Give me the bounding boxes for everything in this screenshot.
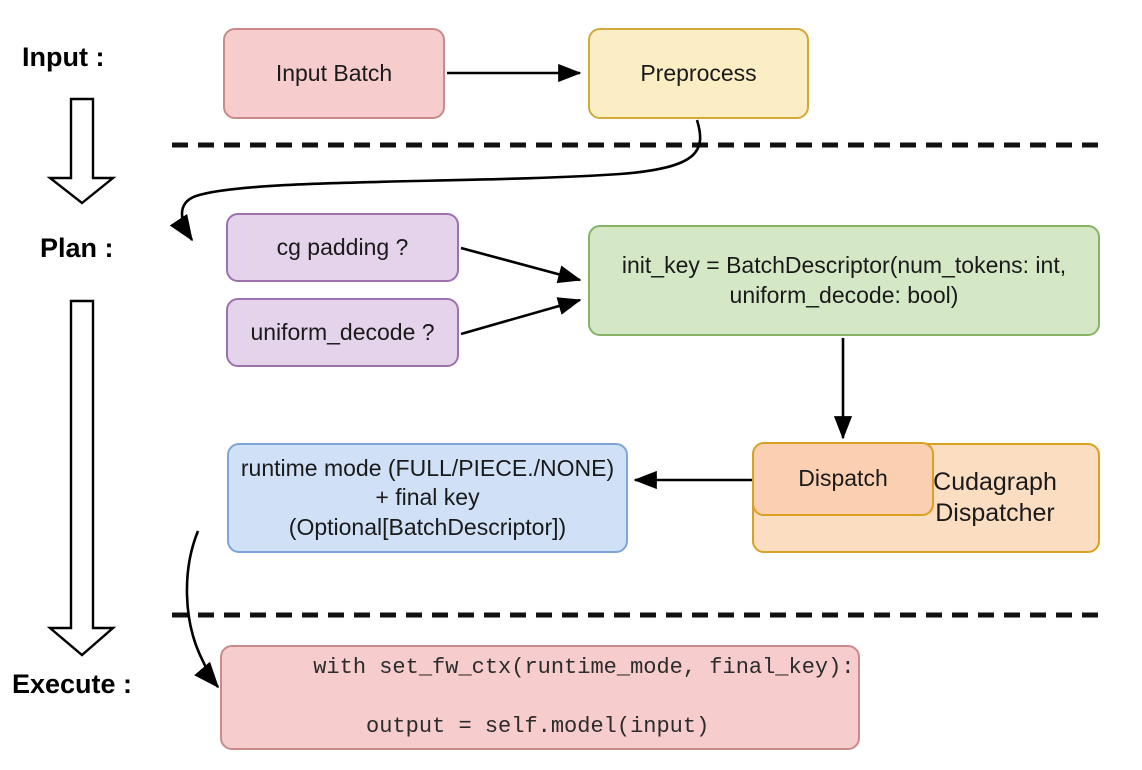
edge-uniform-decode-to-init-key [460,297,582,336]
node-init-key-line1: init_key = BatchDescriptor(num_tokens: i… [621,252,1067,279]
edge-cg-padding-to-init-key [460,246,582,284]
node-execute-code[interactable]: with set_fw_ctx(runtime_mode, final_key)… [220,645,860,750]
node-input-batch[interactable]: Input Batch [223,28,445,119]
node-dispatch[interactable]: Dispatch [752,442,934,516]
node-execute-code-line2: output = self.model(input) [313,714,710,740]
node-runtime-mode[interactable]: runtime mode (FULL/PIECE./NONE) + final … [227,443,628,553]
node-execute-code-line1: with set_fw_ctx(runtime_mode, final_key)… [313,654,855,680]
node-init-key-line2: uniform_decode: bool) [729,281,959,308]
node-runtime-mode-line1: runtime mode (FULL/PIECE./NONE) [240,454,615,481]
node-cg-padding[interactable]: cg padding ? [226,213,459,282]
stage-label-input: Input : [22,42,105,72]
plan-to-execute-block-arrow [46,299,117,657]
node-preprocess[interactable]: Preprocess [588,28,809,119]
stage-label-execute: Execute : [12,669,133,699]
input-to-plan-block-arrow [46,97,117,205]
node-uniform-decode[interactable]: uniform_decode ? [226,298,459,367]
node-init-key[interactable]: init_key = BatchDescriptor(num_tokens: i… [588,225,1100,336]
stage-label-plan: Plan : [40,233,114,263]
edge-runtime-mode-to-execute-code [185,530,220,689]
node-cudagraph-dispatcher-line2: Dispatcher [935,499,1055,528]
node-cudagraph-dispatcher-line1: Cudagraph [933,468,1057,496]
node-runtime-mode-line2: + final key (Optional[BatchDescriptor]) [288,484,567,540]
